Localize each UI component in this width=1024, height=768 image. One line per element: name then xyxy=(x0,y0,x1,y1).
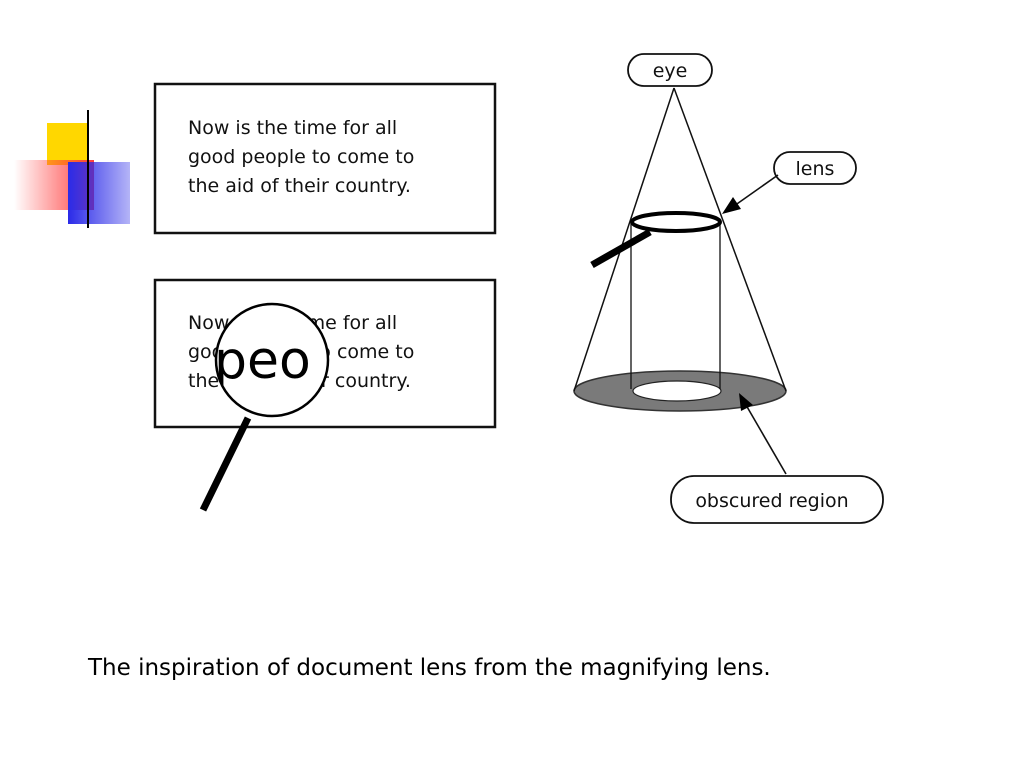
document-plain-line-3: the aid of their country. xyxy=(188,175,411,197)
document-plain-line-1: Now is the time for all xyxy=(188,117,397,139)
cone-right-edge xyxy=(673,87,787,392)
lens-label-bubble xyxy=(773,151,857,185)
magnifier-handle xyxy=(199,416,252,512)
slide-caption: The inspiration of document lens from th… xyxy=(88,655,771,681)
document-plain-line-2: good people to come to xyxy=(188,146,414,168)
document-plain: Now is the time for all good people to c… xyxy=(153,82,497,235)
document-plain-border xyxy=(153,82,497,235)
document-magnified: Now is the time for all good people to c… xyxy=(153,278,497,429)
lens-label: lens xyxy=(722,151,857,214)
decorative-color-blocks xyxy=(14,110,130,228)
cone-left-edge xyxy=(573,87,675,392)
lens-handle xyxy=(590,228,652,269)
lens-ring xyxy=(630,211,722,233)
eye-label-bubble xyxy=(627,53,713,87)
deco-blue-bar xyxy=(68,162,130,224)
lens-shadow-hole xyxy=(632,380,722,402)
obscured-arrow-head xyxy=(739,393,753,411)
deco-yellow-square xyxy=(47,123,89,165)
lens-label-text: lens xyxy=(796,158,835,180)
eye-label: eye xyxy=(627,53,713,87)
obscured-label: obscured region xyxy=(670,393,884,524)
magnified-text: peo xyxy=(214,331,311,391)
magnifier-lens xyxy=(214,302,330,418)
magnifying-glass-icon: peo xyxy=(199,302,330,512)
lens-arrow-line xyxy=(733,174,779,207)
lens-arrow-head xyxy=(722,197,741,214)
cone-diagram xyxy=(573,87,787,412)
eye-label-text: eye xyxy=(653,60,688,82)
obscured-label-text: obscured region xyxy=(695,490,848,512)
obscured-arrow-line xyxy=(745,404,787,475)
obscured-label-bubble xyxy=(670,475,884,524)
